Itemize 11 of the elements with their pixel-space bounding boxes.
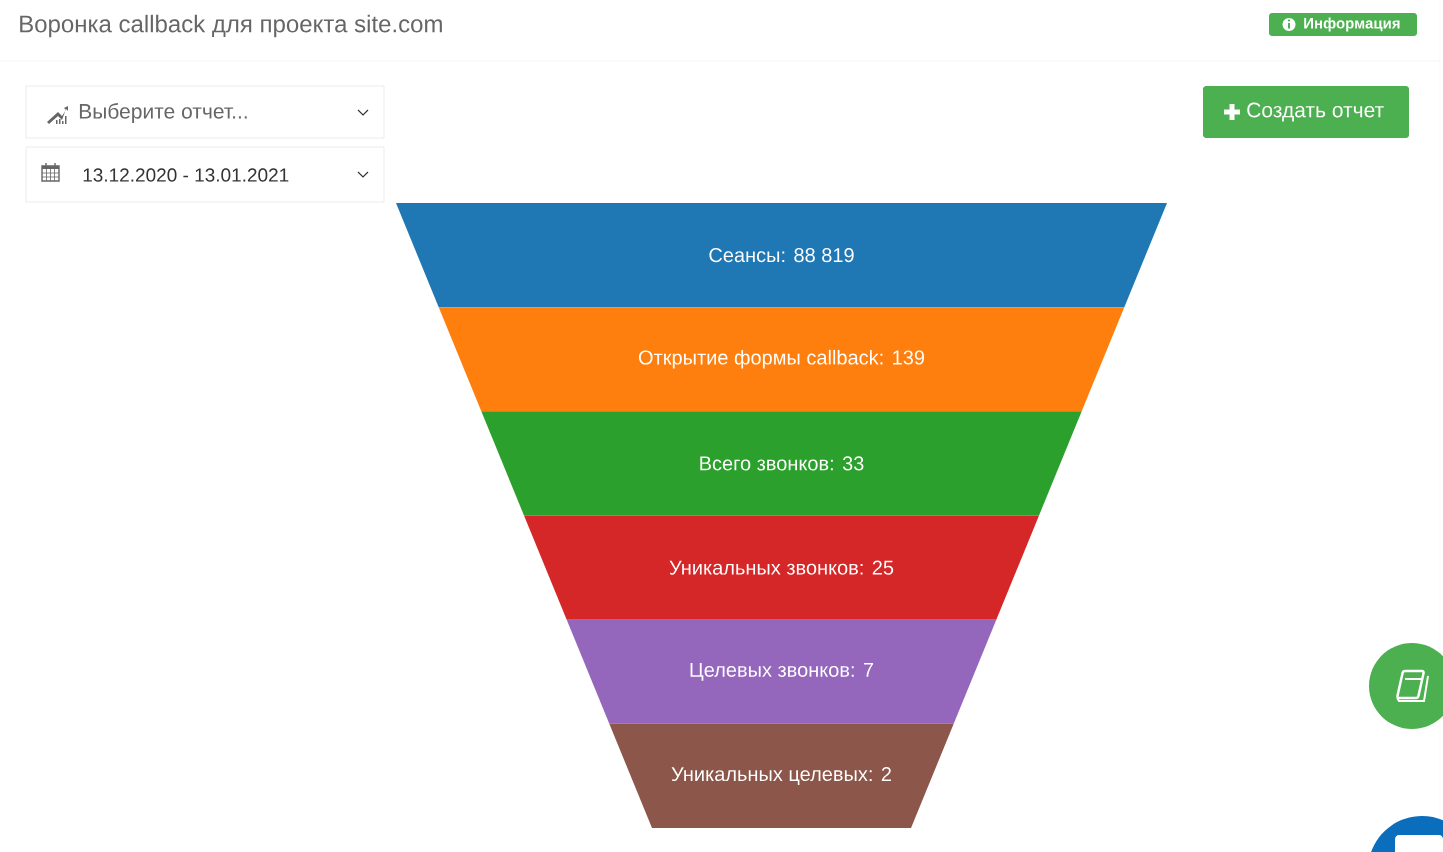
- funnel-stage: Открытие формы callback: 139: [438, 307, 1125, 412]
- info-badge: Информация: [1269, 13, 1417, 36]
- funnel-stage: Сеансы: 88 819: [396, 203, 1167, 308]
- funnel-stage: Уникальных звонков: 25: [524, 515, 1039, 620]
- funnel-stage: Уникальных целевых: 2: [609, 723, 954, 828]
- date-field: 13.12.2020 - 13.01.2021: [25, 146, 385, 203]
- page-title: Воронка callback для проекта site.com: [20, 14, 442, 38]
- create-button: Создать отчет: [1203, 86, 1409, 138]
- select-field: Выберите отчет...: [25, 85, 385, 139]
- funnel-stage: Всего звонков: 33: [481, 411, 1082, 516]
- funnel-stage: Целевых звонков: 7: [566, 619, 997, 724]
